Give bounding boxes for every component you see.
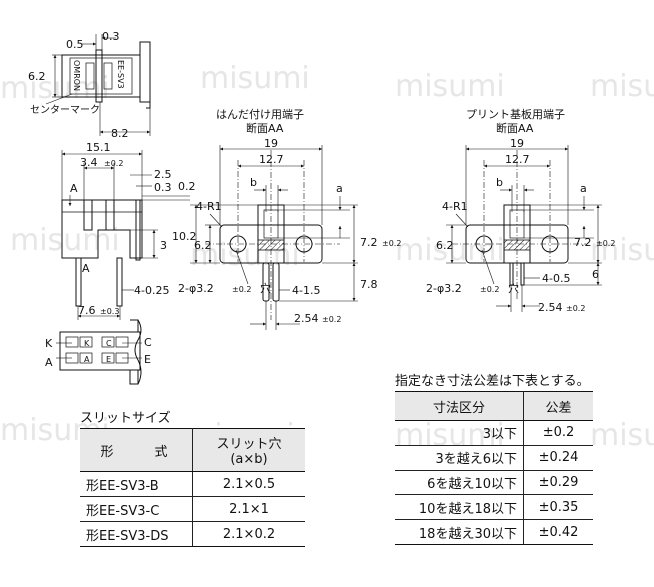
svg-text:19: 19 (510, 137, 524, 150)
svg-text:4-R1: 4-R1 (442, 200, 468, 213)
svg-text:0.3: 0.3 (154, 181, 172, 194)
svg-text:E: E (144, 353, 151, 366)
table-row: 形EE-SV3-C 2.1×1 (80, 496, 305, 522)
svg-text:±0.2: ±0.2 (232, 285, 251, 294)
svg-text:a: a (580, 182, 587, 195)
svg-text:4-0.5: 4-0.5 (542, 272, 570, 285)
svg-text:±0.2: ±0.2 (596, 239, 615, 248)
table-row: 3を越え6以下 ±0.24 (395, 445, 593, 471)
svg-text:3.4: 3.4 (80, 156, 98, 169)
svg-text:穴: 穴 (260, 281, 271, 295)
svg-text:7.6: 7.6 (78, 304, 96, 317)
solder-section-view: はんだ付け用端子 断面AA 19 12.7 b a 4-R1 1 (172, 108, 401, 330)
svg-text:misumi: misumi (10, 223, 120, 258)
svg-text:12.7: 12.7 (259, 153, 284, 166)
table-row: 10を越え18以下 ±0.35 (395, 494, 593, 521)
pcb-section-view: プリント基板用端子 断面AA 19 12.7 b a 4-R1 (426, 107, 615, 314)
svg-text:2.5: 2.5 (154, 168, 172, 181)
center-mark-label: センターマーク (30, 104, 100, 116)
svg-text:C: C (106, 339, 112, 348)
svg-text:15.1: 15.1 (86, 141, 111, 154)
svg-text:0.5: 0.5 (66, 38, 84, 51)
svg-text:断面AA: 断面AA (246, 121, 284, 135)
header-tolerance: 公差 (523, 391, 593, 421)
svg-text:±0.2: ±0.2 (322, 315, 341, 324)
front-view: 15.1 3.4 ±0.2 2.5 0.3 0.2 A 3 A 4-0.25 7… (61, 141, 196, 320)
svg-text:A: A (45, 356, 53, 369)
table-row: 形EE-SV3-B 2.1×0.5 (80, 471, 305, 497)
svg-text:±0.3: ±0.3 (100, 307, 119, 316)
tolerance-table-caption: 指定なき寸法公差は下表とする。 (395, 374, 590, 389)
slit-size-table: 形 式 スリット穴 (a×b) 形EE-SV3-B 2.1×0.5 形EE-SV… (80, 428, 305, 547)
svg-text:misumi: misumi (590, 418, 654, 453)
svg-text:プリント基板用端子: プリント基板用端子 (466, 107, 565, 121)
svg-text:K: K (45, 337, 53, 350)
svg-text:3: 3 (160, 239, 167, 252)
svg-text:4-1.5: 4-1.5 (292, 284, 320, 297)
svg-text:はんだ付け用端子: はんだ付け用端子 (216, 108, 304, 121)
svg-text:2.54: 2.54 (538, 301, 563, 314)
svg-text:misumi: misumi (395, 69, 505, 104)
svg-text:2-φ3.2: 2-φ3.2 (178, 282, 214, 295)
svg-text:断面AA: 断面AA (496, 121, 534, 135)
header-slit: スリット穴 (a×b) (192, 428, 305, 472)
svg-text:0.3: 0.3 (102, 30, 120, 43)
svg-text:a: a (336, 182, 343, 195)
svg-text:2-φ3.2: 2-φ3.2 (426, 282, 462, 295)
table-row: 6を越え10以下 ±0.29 (395, 470, 593, 496)
svg-text:19: 19 (264, 137, 278, 150)
svg-text:±0.2: ±0.2 (480, 285, 499, 294)
svg-text:A: A (84, 355, 90, 364)
svg-text:±0.2: ±0.2 (104, 159, 123, 168)
table-row: 18を越え30以下 ±0.42 (395, 519, 593, 545)
tolerance-table: 寸法区分 公差 3以下 ±0.2 3を越え6以下 ±0.24 6を越え10以下 … (395, 391, 593, 545)
svg-text:b: b (496, 176, 503, 189)
svg-text:A: A (82, 262, 90, 275)
svg-text:misumi: misumi (590, 69, 654, 104)
header-range: 寸法区分 (395, 391, 524, 421)
svg-text:7.2: 7.2 (574, 236, 592, 249)
top-view: OMRON EE-SV3 0.5 0.3 6.2 センターマーク 8.2 (28, 30, 151, 140)
svg-text:6.2: 6.2 (194, 239, 212, 252)
svg-text:8.2: 8.2 (111, 127, 129, 140)
svg-text:6: 6 (592, 268, 599, 281)
svg-text:2.54: 2.54 (294, 312, 319, 325)
svg-text:7.2: 7.2 (360, 236, 378, 249)
svg-text:A: A (70, 182, 78, 195)
svg-text:K: K (84, 339, 90, 348)
svg-text:±0.2: ±0.2 (566, 304, 585, 313)
svg-text:misumi: misumi (200, 61, 310, 96)
svg-text:E: E (106, 355, 111, 364)
bottom-view: K A C E K A C E (45, 319, 152, 385)
svg-text:6.2: 6.2 (436, 239, 454, 252)
header-model: 形 式 (80, 428, 193, 472)
svg-text:C: C (144, 336, 152, 349)
brand-text: OMRON (72, 60, 81, 91)
svg-text:b: b (250, 176, 257, 189)
svg-text:6.2: 6.2 (28, 70, 46, 83)
svg-text:穴: 穴 (508, 281, 519, 295)
svg-text:misumi: misumi (590, 233, 654, 268)
model-text: EE-SV3 (116, 60, 125, 89)
svg-text:4-0.25: 4-0.25 (134, 284, 169, 297)
table-row: 3以下 ±0.2 (395, 420, 593, 446)
svg-text:0.2: 0.2 (178, 180, 196, 193)
svg-text:±0.2: ±0.2 (382, 239, 401, 248)
svg-text:7.8: 7.8 (360, 278, 378, 291)
svg-text:12.7: 12.7 (505, 153, 530, 166)
table-row: 形EE-SV3-DS 2.1×0.2 (80, 521, 305, 547)
slit-table-caption: スリットサイズ (80, 411, 171, 426)
svg-text:10.2: 10.2 (172, 230, 197, 243)
svg-text:4-R1: 4-R1 (196, 200, 222, 213)
